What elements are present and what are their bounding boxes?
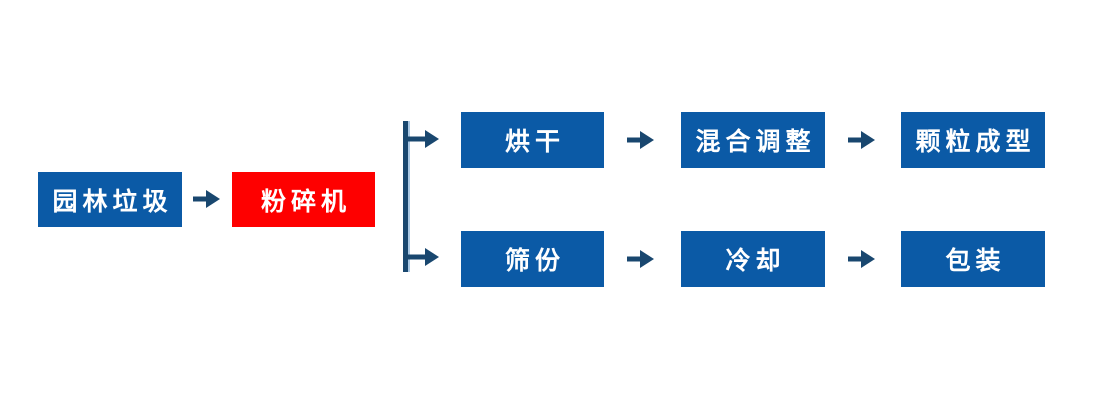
node-pellet-forming-label: 颗粒成型	[915, 128, 1036, 156]
node-cooling-label: 冷却	[725, 247, 786, 275]
flow-arrow-icon	[848, 250, 875, 268]
node-cooling: 冷却	[681, 231, 825, 287]
flow-arrow-icon	[193, 190, 220, 208]
node-mixing-adjust: 混合调整	[681, 112, 825, 168]
node-mixing-adjust-label: 混合调整	[695, 128, 816, 156]
node-packaging-label: 包装	[945, 247, 1006, 275]
flow-arrow-icon	[627, 131, 654, 149]
flow-arrow-icon	[848, 131, 875, 149]
node-sieving: 筛份	[461, 231, 604, 287]
node-packaging: 包装	[901, 231, 1045, 287]
flow-arrow-icon	[627, 250, 654, 268]
branch-connector-line	[403, 121, 408, 272]
node-sieving-label: 筛份	[504, 247, 565, 275]
branch-arrow-bottom-icon	[404, 248, 439, 266]
branch-arrow-top-icon	[404, 130, 439, 148]
node-garden-waste: 园林垃圾	[38, 172, 182, 227]
node-garden-waste-label: 园林垃圾	[52, 187, 173, 216]
node-drying-label: 烘干	[504, 128, 565, 156]
node-pellet-forming: 颗粒成型	[901, 112, 1045, 168]
node-drying: 烘干	[461, 112, 604, 168]
node-crusher: 粉碎机	[232, 172, 375, 227]
node-crusher-label: 粉碎机	[260, 187, 351, 216]
